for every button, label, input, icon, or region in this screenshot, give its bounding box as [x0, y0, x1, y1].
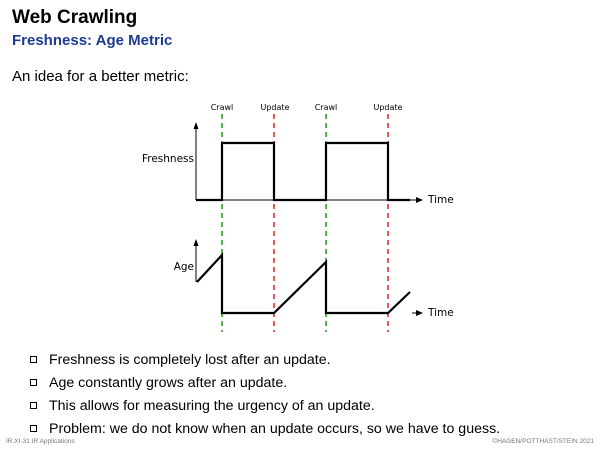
time-label-top: Time: [427, 194, 454, 206]
event-label-crawl-2: Crawl: [315, 103, 338, 112]
intro-text: An idea for a better metric:: [12, 68, 189, 85]
age-time-arrow-icon: [416, 310, 423, 316]
freshness-time-arrow-icon: [416, 197, 423, 203]
bullet-item: Freshness is completely lost after an up…: [30, 348, 500, 371]
bullet-box-icon: [30, 356, 37, 363]
event-label-update-1: Update: [261, 103, 290, 112]
bullet-item: Problem: we do not know when an update o…: [30, 417, 500, 440]
slide-title: Web Crawling: [12, 7, 138, 28]
bullet-list: Freshness is completely lost after an up…: [30, 348, 500, 440]
freshness-axis-label: Freshness: [142, 153, 194, 165]
bullet-text: Problem: we do not know when an update o…: [49, 420, 501, 437]
age-signal: [196, 252, 411, 315]
slide-subtitle: Freshness: Age Metric: [12, 32, 173, 49]
event-label-crawl-1: Crawl: [211, 103, 234, 112]
time-label-bottom: Time: [427, 307, 454, 319]
event-label-update-2: Update: [374, 103, 403, 112]
freshness-y-arrow-icon: [193, 122, 199, 129]
bullet-text: This allows for measuring the urgency of…: [49, 397, 375, 414]
footer-left: IR:XI-31 IR Applications: [6, 438, 75, 445]
footer-right: ©HAGEN/POTTHAST/STEIN 2021: [492, 438, 594, 445]
age-y-arrow-icon: [193, 239, 199, 246]
age-axis-label: Age: [174, 261, 194, 273]
bullet-text: Age constantly grows after an update.: [49, 374, 288, 391]
bullet-item: Age constantly grows after an update.: [30, 371, 500, 394]
bullet-item: This allows for measuring the urgency of…: [30, 394, 500, 417]
bullet-text: Freshness is completely lost after an up…: [49, 351, 331, 368]
bullet-box-icon: [30, 379, 37, 386]
bullet-box-icon: [30, 425, 37, 432]
bullet-box-icon: [30, 402, 37, 409]
freshness-signal: [196, 141, 410, 202]
